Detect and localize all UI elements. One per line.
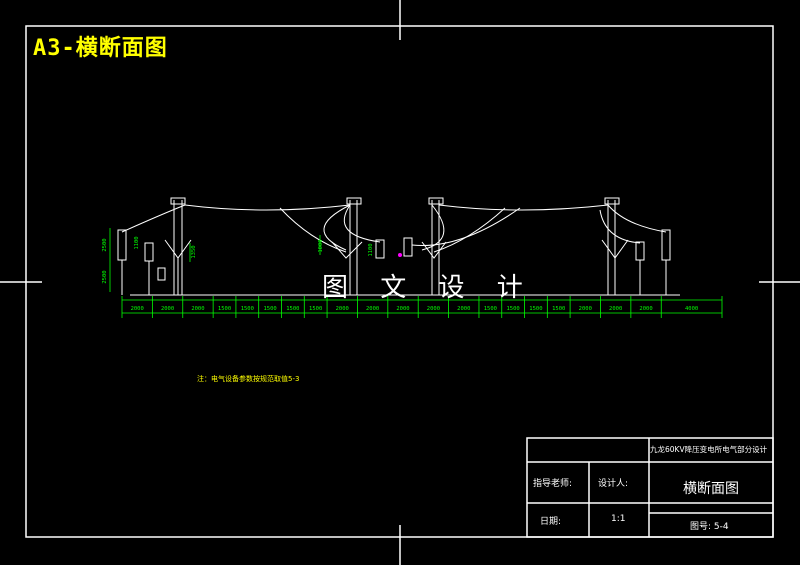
drawing-note: 注：电气设备参数按规范取值5-3 xyxy=(197,375,300,383)
sheet-title: A3-横断面图 xyxy=(33,36,168,61)
title-block-project: 九龙60KV降压变电所电气部分设计 xyxy=(650,445,768,454)
dimension-label-vertical: 2500 xyxy=(102,238,108,251)
dimension-label: 2000 xyxy=(609,306,622,312)
dimension-label: 2000 xyxy=(639,306,652,312)
dimension-label: 4000 xyxy=(685,306,698,312)
dimension-label: 2000 xyxy=(131,306,144,312)
dimension-lines xyxy=(109,228,722,314)
dimension-label: 2000 xyxy=(191,306,204,312)
dimension-label: 1500 xyxy=(507,306,520,312)
dimension-ticks xyxy=(121,296,723,318)
dimension-label: 2000 xyxy=(427,306,440,312)
substation-structures xyxy=(117,197,680,296)
title-block-frame xyxy=(526,437,774,538)
dimension-label: 2000 xyxy=(396,306,409,312)
drawing-name: 横断面图 xyxy=(683,481,739,497)
designer-label: 设计人: xyxy=(598,479,629,489)
dimension-label: 1500 xyxy=(218,306,231,312)
dimension-label-vertical: 2500 xyxy=(102,270,108,283)
date-label: 日期: xyxy=(540,517,562,527)
dimension-label: 2000 xyxy=(457,306,470,312)
dimension-label: 1500 xyxy=(552,306,565,312)
dimension-label: 1500 xyxy=(309,306,322,312)
dimension-label-misc: 1100 xyxy=(134,236,140,249)
drawing-number: 图号: 5-4 xyxy=(690,522,729,532)
dimension-label: 1500 xyxy=(484,306,497,312)
advisor-label: 指导老师: xyxy=(533,479,573,489)
scale-value: 1:1 xyxy=(611,514,626,524)
dimension-label: 2000 xyxy=(161,306,174,312)
dimension-label-misc: 1350 xyxy=(191,245,197,258)
marker-point xyxy=(398,253,402,257)
watermark-text: 图 文 设 计 xyxy=(322,273,535,303)
dimension-label: 1500 xyxy=(529,306,542,312)
dimension-label: 1500 xyxy=(263,306,276,312)
dimension-label-misc: 1000 xyxy=(318,239,324,252)
dimension-label: 2000 xyxy=(366,306,379,312)
dimension-label: 2000 xyxy=(336,306,349,312)
dimension-label: 1500 xyxy=(286,306,299,312)
dimension-labels: 2000 2000 2000 1500 1500 1500 1500 1500 2000 2000… xyxy=(102,236,698,312)
dimension-label: 1500 xyxy=(241,306,254,312)
dimension-label-misc: 1100 xyxy=(368,243,374,256)
dimension-label: 2000 xyxy=(579,306,592,312)
